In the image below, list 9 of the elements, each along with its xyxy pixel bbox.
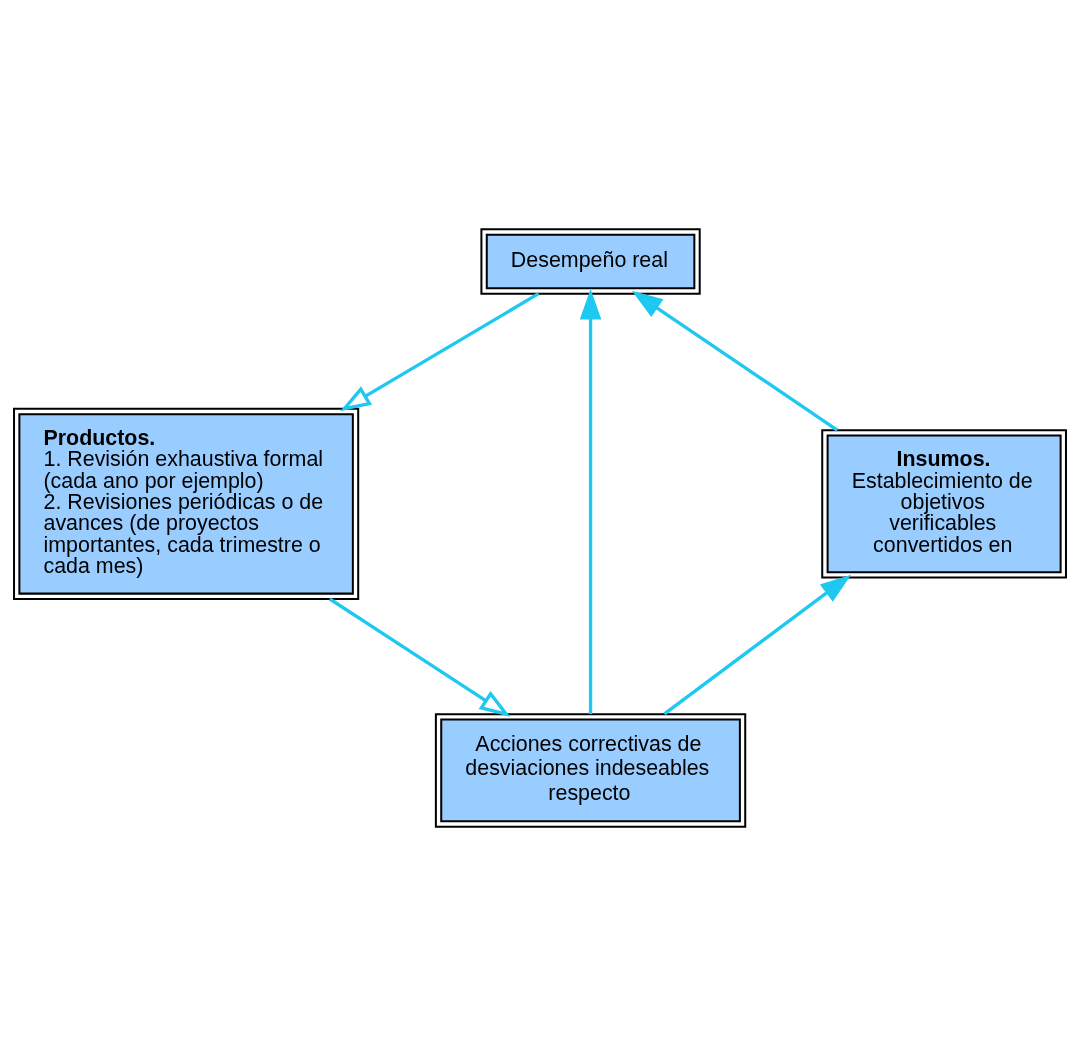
arrow <box>579 288 602 714</box>
node-box: Productos. 1. Revisión exhaustiva formal (cada ano por ejemplo) 2. Revisiones periódicas o de avances (de proyectos importantes, cada trimestre o cada mes) <box>13 407 360 600</box>
arrow <box>663 574 852 715</box>
node-box: Desempeño real <box>480 227 701 295</box>
arrow <box>328 597 511 717</box>
arrow <box>631 290 839 431</box>
arrow <box>340 291 540 411</box>
node-box: Acciones correctivas de desviaciones indeseables respecto <box>434 712 747 828</box>
node-box: Insumos. Establecimiento de objetivos verificables convertidos en <box>821 428 1067 579</box>
